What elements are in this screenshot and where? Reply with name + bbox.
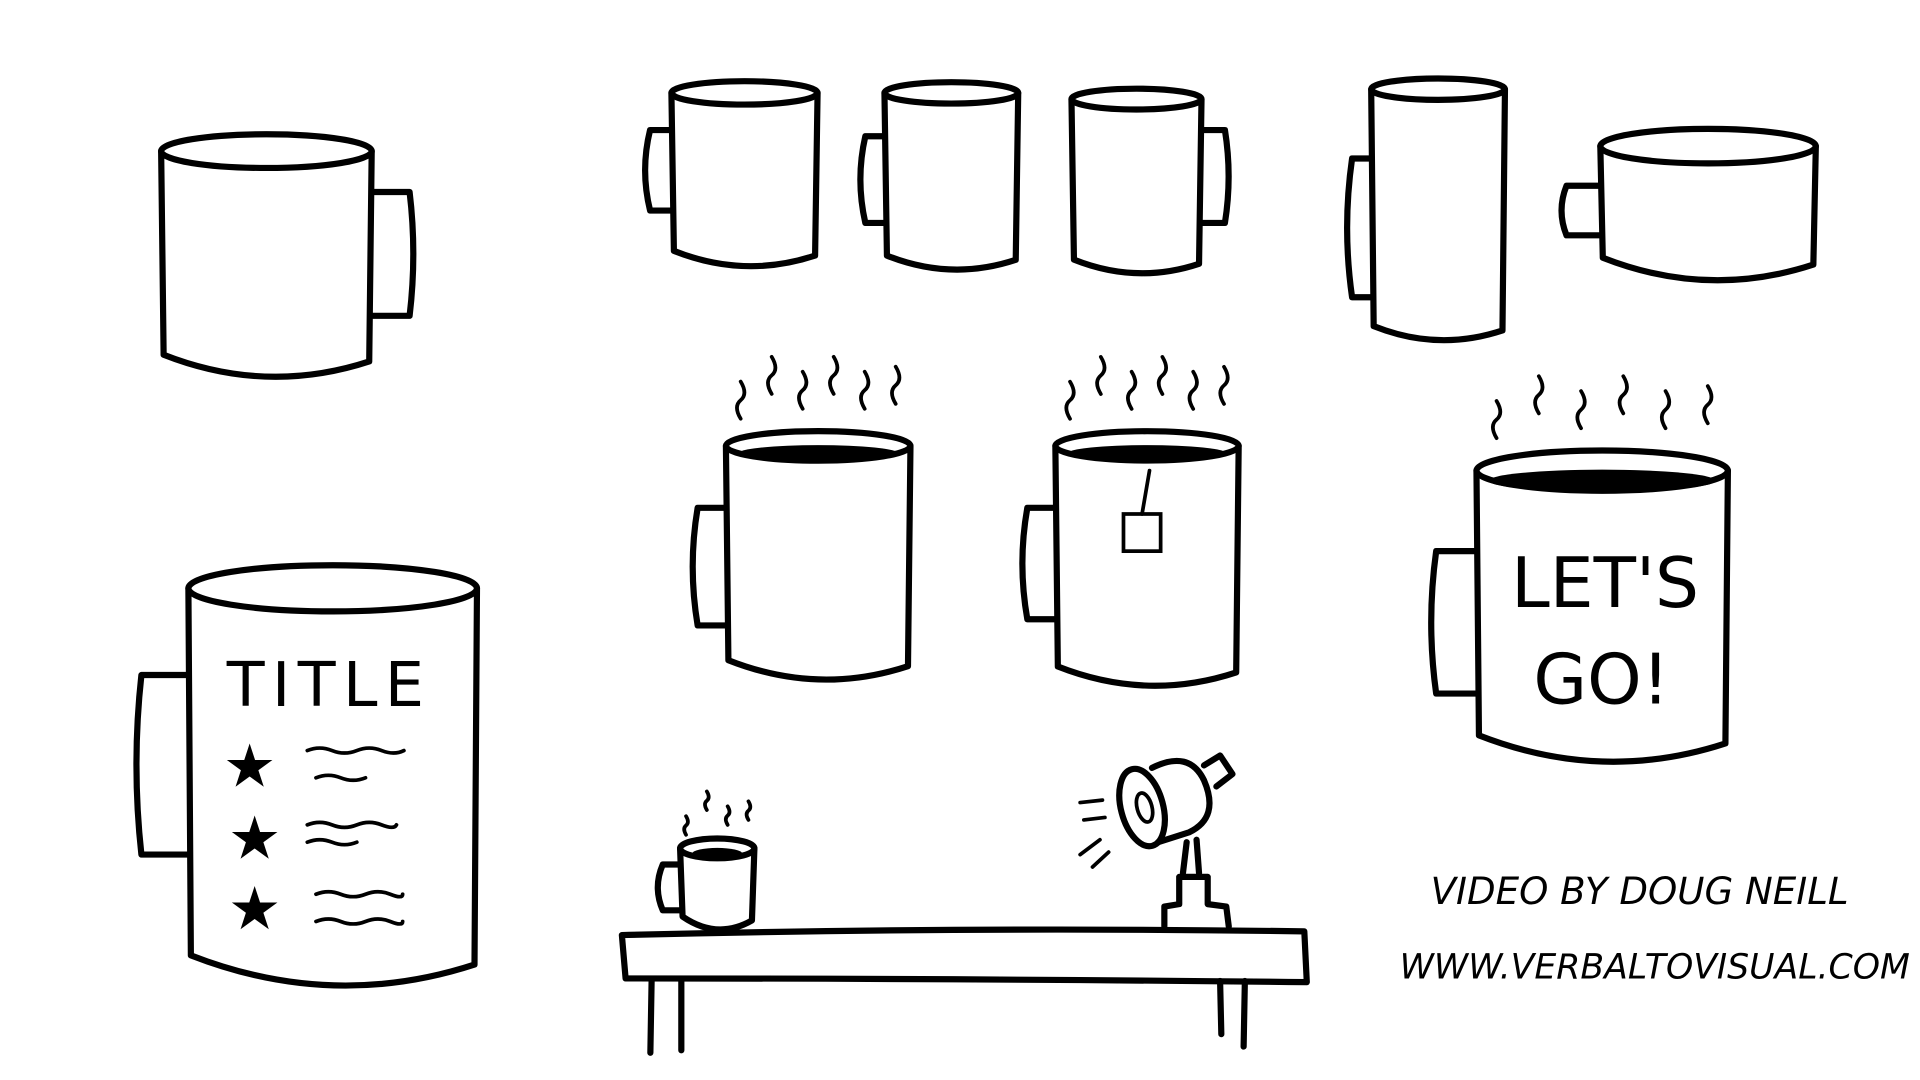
steam-icon: [682, 789, 753, 837]
mug-steaming-coffee: [689, 354, 914, 683]
star-icon: ★: [228, 804, 281, 873]
coffee-surface: [738, 445, 899, 462]
credit-byline: VIDEO BY DOUG NEILL: [1431, 870, 1849, 913]
mug-outline: [857, 79, 1022, 273]
coffee-surface: [692, 847, 743, 859]
title-mug-title: TITLE: [226, 649, 432, 721]
steam-icon: [1064, 355, 1230, 421]
teabag-icon: [1121, 468, 1163, 554]
coffee-surface: [1488, 469, 1716, 492]
mug-wide: [1558, 125, 1819, 284]
steam-icon: [1491, 374, 1714, 441]
mug-plain-large: [158, 131, 417, 380]
mug-lets-go: [1428, 374, 1731, 765]
mug-title-list: [133, 562, 481, 989]
desk: [618, 926, 1310, 1056]
mug-tall: [1344, 75, 1509, 344]
credit-url: WWW.VERBALTOVISUAL.COM: [1400, 947, 1910, 987]
star-icon: ★: [223, 732, 276, 801]
steam-icon: [735, 354, 902, 421]
desk-lamp: [1078, 752, 1236, 930]
mug-steaming-tea: [1019, 355, 1242, 689]
mug-outline: [642, 78, 821, 270]
mug-text-line-2: GO!: [1533, 640, 1669, 720]
coffee-surface: [1067, 445, 1227, 462]
mug-outline: [1068, 85, 1232, 277]
mug-small-on-desk: [654, 789, 758, 933]
star-icon: ★: [228, 875, 281, 944]
mug-text-line-1: LET'S: [1511, 544, 1699, 624]
title-mug-bullets: ★ ★ ★: [223, 732, 406, 944]
